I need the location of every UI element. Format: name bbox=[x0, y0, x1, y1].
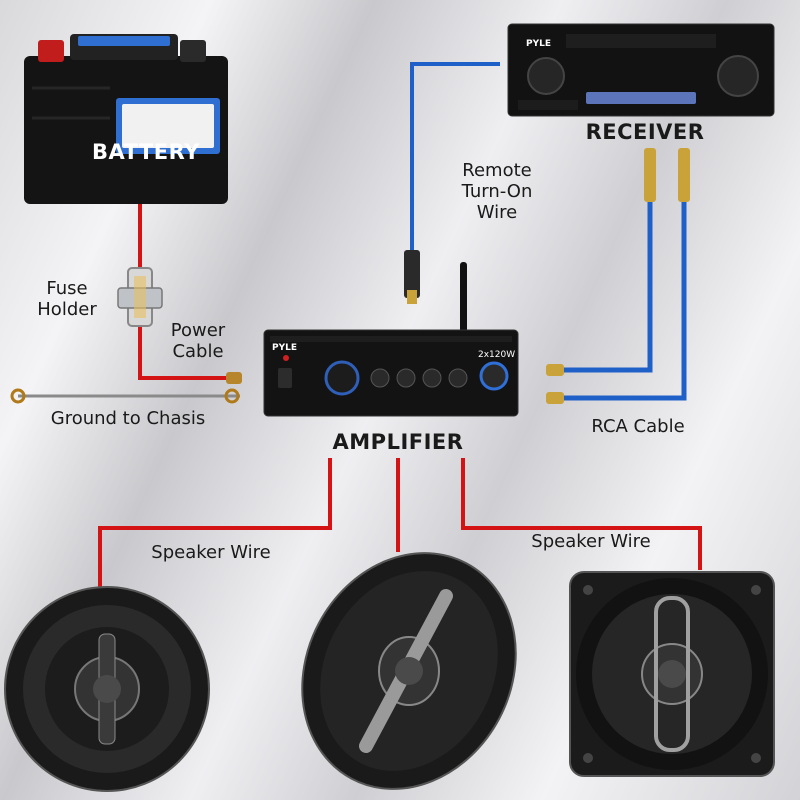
rca-cable-wire-1 bbox=[560, 200, 653, 373]
remote-label-line1: Remote bbox=[462, 160, 532, 181]
speaker-wire-left bbox=[98, 458, 332, 590]
rca-plugs-top bbox=[644, 148, 690, 202]
fuse-holder-line1: Fuse bbox=[46, 278, 88, 299]
power-cable-line1: Power bbox=[170, 320, 226, 341]
power-cable-label: Power Cable bbox=[156, 320, 240, 362]
ground-label: Ground to Chasis bbox=[50, 408, 206, 429]
amplifier-device bbox=[263, 262, 519, 417]
speaker-left-round bbox=[4, 586, 210, 792]
receiver-logo: PYLE bbox=[526, 39, 551, 49]
rca-cable-wire-2 bbox=[560, 200, 687, 401]
power-terminal bbox=[226, 372, 242, 384]
battery-device bbox=[24, 34, 228, 204]
receiver-label: RECEIVER bbox=[585, 120, 705, 144]
remote-label: Remote Turn-On Wire bbox=[432, 160, 562, 223]
ground-terminal-right bbox=[224, 388, 240, 404]
fuse-holder bbox=[117, 267, 163, 327]
speaker-wire-label-left: Speaker Wire bbox=[151, 542, 271, 563]
fuse-holder-label: Fuse Holder bbox=[22, 278, 112, 320]
fuse-holder-line2: Holder bbox=[37, 299, 97, 320]
amplifier-logo: PYLE bbox=[272, 343, 297, 353]
remote-connector bbox=[404, 250, 420, 298]
speaker-right-square bbox=[569, 571, 775, 777]
speaker-wire-label-right: Speaker Wire bbox=[531, 531, 651, 552]
rca-plugs-bottom bbox=[546, 364, 564, 404]
receiver-device bbox=[507, 23, 775, 117]
power-cable-line2: Cable bbox=[172, 341, 224, 362]
speaker-center-oval bbox=[301, 552, 517, 790]
remote-label-line3: Wire bbox=[476, 202, 518, 223]
battery-label: BATTERY bbox=[92, 140, 200, 164]
amplifier-power-rating: 2x120W bbox=[478, 350, 516, 360]
speaker-wire-right bbox=[461, 458, 702, 570]
amplifier-label: AMPLIFIER bbox=[332, 430, 464, 454]
remote-label-line2: Turn-On bbox=[461, 181, 533, 202]
ground-terminal-left bbox=[10, 388, 26, 404]
rca-cable-label: RCA Cable bbox=[591, 416, 685, 437]
remote-wire bbox=[410, 62, 500, 290]
power-cable-wire bbox=[138, 200, 230, 380]
